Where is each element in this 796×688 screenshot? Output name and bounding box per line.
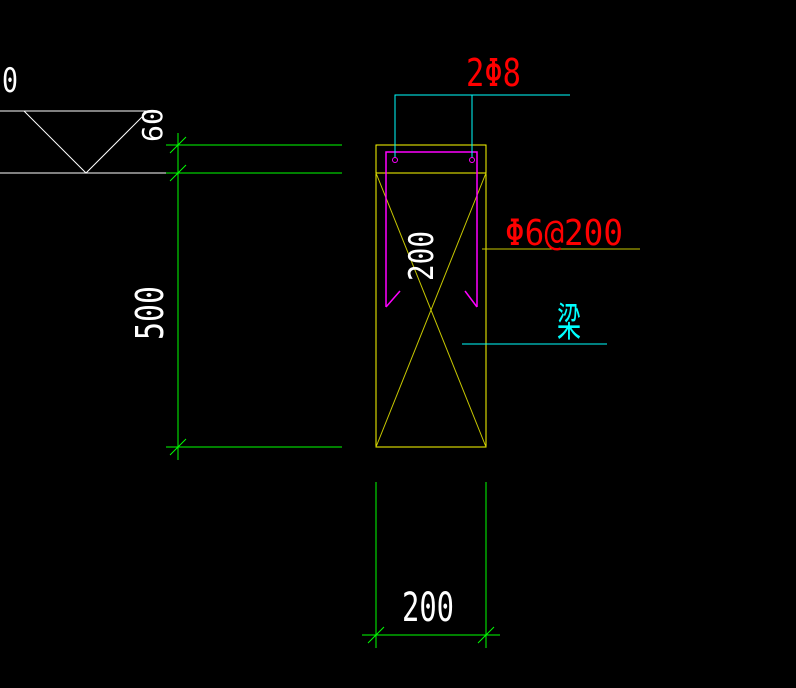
stirrup-shape: [385, 151, 478, 307]
stirrup-hook-left: [385, 290, 401, 308]
rebar-leader-line-1: [394, 94, 570, 158]
section-cross-line-2: [375, 172, 487, 448]
stirrup-hook-right: [464, 290, 478, 308]
stirrup-spec-label: Φ6@200: [505, 213, 623, 254]
width-tick-right: [477, 626, 495, 644]
top-rebar-leader: [392, 94, 570, 163]
width-dimension: [362, 482, 500, 648]
member-name-label: 梁: [557, 300, 581, 346]
height-dimension: [166, 133, 342, 460]
slab-thickness-label: 60: [136, 108, 169, 142]
dimension-tick-mid: [169, 164, 187, 182]
inner-dimension-label: 200: [402, 231, 442, 281]
slab-v-symbol: [23, 110, 149, 174]
beam-width-label: 200: [402, 585, 454, 631]
top-left-fragment-label: 0: [2, 61, 18, 101]
rebar-dot-right: [469, 157, 475, 163]
beam-outline: [375, 144, 487, 448]
rebar-dot-left: [392, 157, 398, 163]
dimension-tick-top: [169, 136, 187, 154]
beam-section: [375, 144, 487, 448]
dimension-tick-bottom: [169, 438, 187, 456]
top-rebar-label: 2Φ8: [466, 51, 521, 95]
stirrup: [385, 151, 478, 308]
width-tick-left: [367, 626, 385, 644]
beam-height-label: 500: [128, 286, 172, 340]
